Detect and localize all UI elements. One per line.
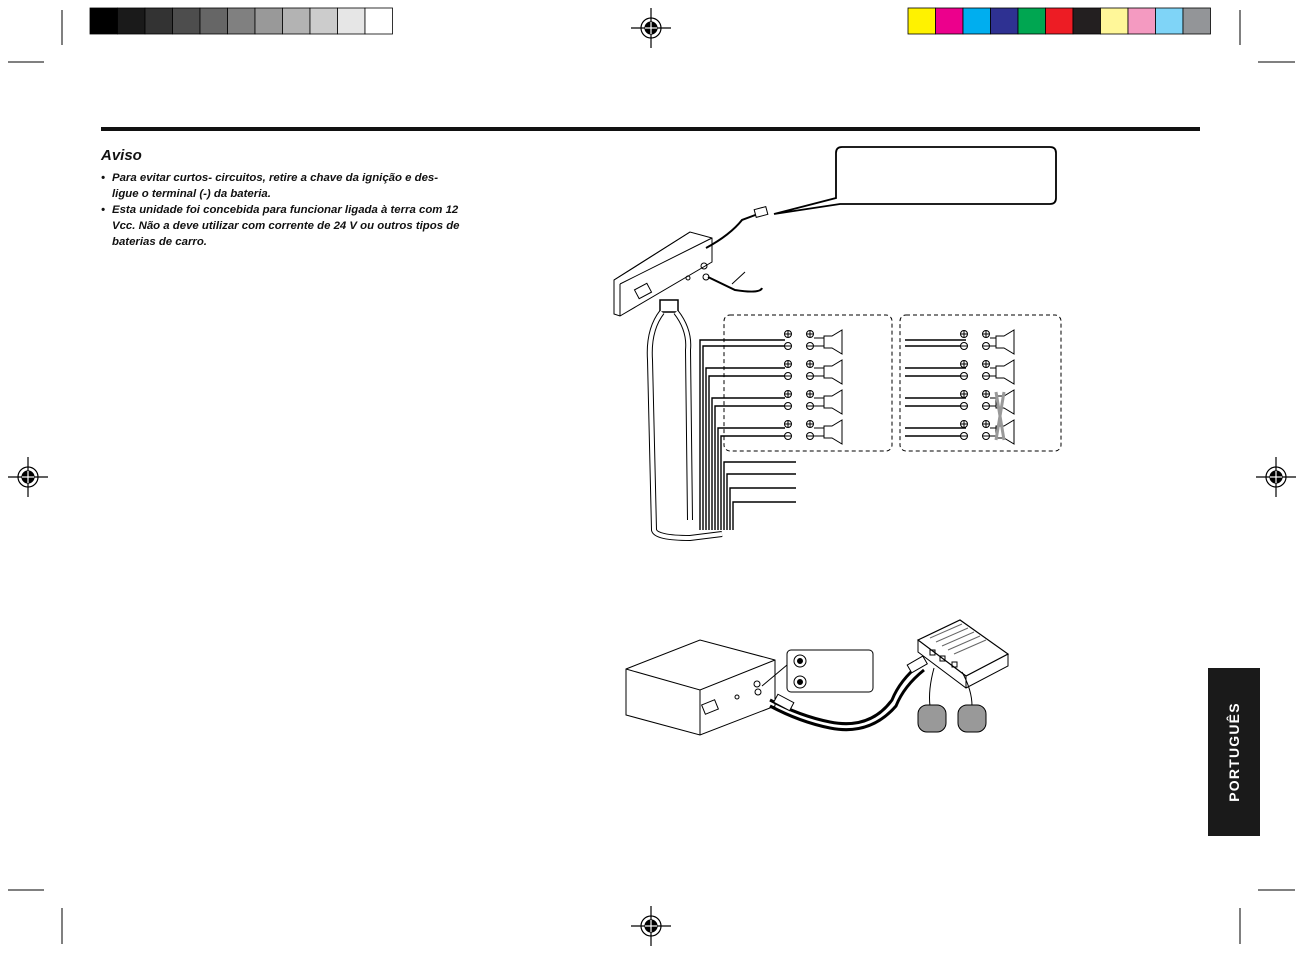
speakers-left <box>784 329 843 445</box>
color-patch <box>364 7 393 35</box>
speaker-terminal-pair <box>784 329 843 355</box>
color-patch <box>907 7 936 35</box>
color-patch <box>337 7 366 35</box>
speaker-unit-2 <box>957 704 987 733</box>
registration-mark-top <box>631 8 671 48</box>
registration-marks <box>8 8 1296 946</box>
speaker-icon <box>823 359 843 385</box>
warning-item: •Esta unidade foi concebida para funcion… <box>101 204 460 248</box>
crop-marks <box>8 10 1295 944</box>
registration-mark-right <box>1256 457 1296 497</box>
color-patch <box>199 7 228 35</box>
speaker-group-box-left <box>723 314 893 452</box>
color-patch <box>1100 7 1129 35</box>
speaker-icon <box>995 329 1015 355</box>
color-patch <box>309 7 338 35</box>
warning-item: •Para evitar curtos- circuitos, retire a… <box>101 172 439 200</box>
color-patch <box>1017 7 1046 35</box>
warning-title: Aviso <box>101 147 142 164</box>
amplifier <box>916 619 1010 689</box>
rca-jack-left <box>793 654 807 668</box>
speaker-terminal-pair <box>960 359 1015 385</box>
color-patch <box>227 7 256 35</box>
speaker-wires-left <box>699 339 796 530</box>
speaker-icon <box>823 329 843 355</box>
color-patch <box>254 7 283 35</box>
color-patch <box>117 7 146 35</box>
color-patch <box>172 7 201 35</box>
head-unit <box>613 231 713 317</box>
speaker-icon <box>995 359 1015 385</box>
warning-section: Aviso •Para evitar curtos- circuitos, re… <box>101 147 461 250</box>
speaker-terminal-pair <box>960 419 1015 445</box>
speaker-terminal-pair <box>784 419 843 445</box>
rca-jack-right <box>793 675 807 689</box>
header-rule <box>101 127 1200 131</box>
speaker-wires-right <box>905 339 966 437</box>
color-patch <box>1182 7 1211 35</box>
color-patch <box>1072 7 1101 35</box>
head-unit-box <box>625 639 776 736</box>
rca-cable <box>769 662 921 726</box>
color-patch <box>962 7 991 35</box>
registration-mark-bottom <box>631 906 671 946</box>
speakers-right <box>960 329 1015 445</box>
wiring-diagram <box>613 146 1062 542</box>
speaker-terminal-pair <box>960 329 1015 355</box>
crossed-wires <box>994 391 1006 441</box>
registration-mark-left <box>8 457 48 497</box>
process-color-bar <box>907 7 1211 35</box>
speaker-unit-1 <box>917 704 947 733</box>
color-patch <box>935 7 964 35</box>
callout-bubble <box>773 146 1057 215</box>
harness-connector <box>659 299 679 313</box>
color-patch <box>990 7 1019 35</box>
language-side-tab: PORTUGUÊS <box>1208 668 1260 836</box>
speaker-terminal-pair <box>784 389 843 415</box>
warning-list: •Para evitar curtos- circuitos, retire a… <box>101 170 461 250</box>
grayscale-color-bar <box>89 7 393 35</box>
speaker-group-box-right <box>899 314 1062 452</box>
speaker-terminal-pair <box>960 389 1015 415</box>
rca-inset-box <box>786 649 874 693</box>
language-tab-label: PORTUGUÊS <box>1226 702 1242 802</box>
antenna-plug <box>753 205 769 219</box>
rca-lead <box>707 276 763 293</box>
color-patch <box>89 7 118 35</box>
amplifier-diagram <box>625 619 1010 736</box>
color-patch <box>144 7 173 35</box>
color-patch <box>282 7 311 35</box>
speaker-icon <box>823 419 843 445</box>
color-patch <box>1045 7 1074 35</box>
color-patch <box>1127 7 1156 35</box>
color-patch <box>1155 7 1184 35</box>
speaker-terminal-pair <box>784 359 843 385</box>
speaker-icon <box>823 389 843 415</box>
antenna-lead <box>705 213 759 249</box>
